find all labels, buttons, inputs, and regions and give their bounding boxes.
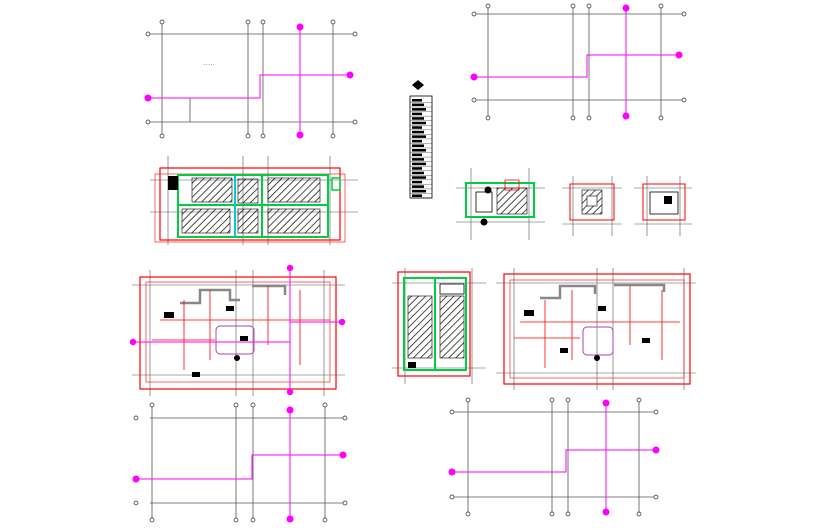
plan-label: -----	[203, 62, 215, 67]
legend-row	[412, 194, 422, 197]
grid-bubbles-top-right	[471, 3, 687, 121]
legend-row	[412, 121, 426, 125]
grid-bubbles-top-left	[145, 19, 358, 139]
floor-plan-strip	[150, 156, 358, 245]
floor-plan-right	[496, 268, 696, 390]
highlight-line-top-left	[148, 25, 350, 136]
legend-row	[412, 167, 422, 170]
legend-row	[412, 171, 424, 175]
legend-row	[412, 139, 422, 143]
grid-markers-bottom-right	[448, 399, 660, 516]
detail-plan-a	[456, 168, 545, 240]
section-plan-center	[392, 268, 486, 384]
legend-row	[412, 103, 424, 107]
legend-row	[412, 99, 422, 102]
grid-plan-top-right	[474, 6, 684, 118]
north-arrow-icon	[412, 80, 424, 90]
legend-row	[412, 162, 426, 166]
grid-markers-bottom-left	[132, 406, 347, 523]
legend-row	[412, 185, 424, 188]
grid-plan-top-left	[148, 22, 355, 136]
grid-bubbles-bottom-left	[133, 402, 348, 523]
highlight-line-bottom-right	[452, 402, 656, 514]
legend-row	[412, 153, 422, 157]
legend-row	[412, 144, 424, 147]
legend-row	[412, 130, 424, 134]
legend-row	[412, 149, 426, 152]
legend-row	[412, 126, 422, 129]
highlight-line-top-right	[474, 6, 678, 117]
legend-row	[412, 189, 426, 193]
legend-row	[412, 180, 422, 184]
legend-row	[412, 117, 424, 120]
legend-row	[412, 112, 422, 116]
grid-bubbles-bottom-right	[449, 397, 659, 517]
legend-row	[412, 135, 426, 138]
grid-plan-bottom-right	[452, 400, 656, 514]
legend-table	[409, 80, 433, 199]
detail-plan-b	[562, 176, 622, 236]
legend-row	[412, 158, 424, 161]
detail-plan-c	[634, 176, 692, 236]
legend-row	[412, 176, 426, 179]
floor-plan-left	[129, 264, 346, 396]
grid-plan-bottom-left	[150, 405, 345, 520]
grid-markers-top-left	[144, 23, 354, 139]
highlight-line-bottom-left	[136, 408, 342, 520]
grid-markers-top-right	[470, 4, 683, 120]
legend-row	[412, 108, 426, 111]
